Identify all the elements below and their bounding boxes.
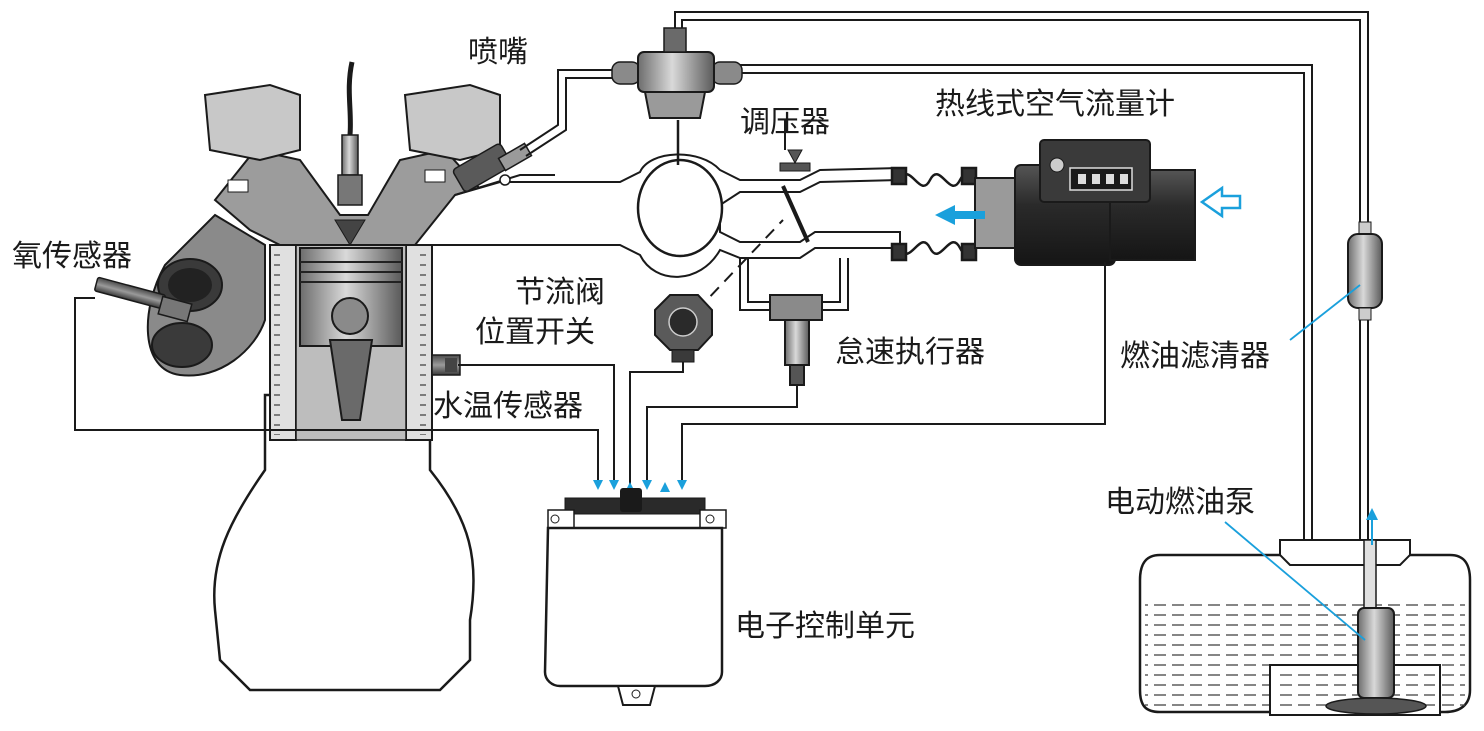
pressure-regulator-body xyxy=(611,27,743,119)
coolant-temp-sensor-label: 水温传感器 xyxy=(433,389,583,424)
injector-label: 喷嘴 xyxy=(468,35,528,70)
fuel-tank xyxy=(1138,539,1472,716)
exhaust-pipe xyxy=(146,213,266,377)
airflow-arrows xyxy=(935,185,1242,225)
throttle-position-switch-label-2: 位置开关 xyxy=(475,315,595,350)
sensor-wires xyxy=(74,120,1106,490)
fuel-filter-label: 燃油滤清器 xyxy=(1120,339,1270,374)
air-bellows xyxy=(890,166,978,262)
throttle-position-switch xyxy=(654,219,784,363)
idle-actuator-label: 怠速执行器 xyxy=(835,335,985,370)
intake-runner xyxy=(412,153,901,278)
piston xyxy=(299,247,403,421)
ecu-label: 电子控制单元 xyxy=(735,609,915,644)
hot-wire-maf-label: 热线式空气流量计 xyxy=(935,87,1175,122)
hot-wire-maf xyxy=(974,139,1196,266)
spark-plug xyxy=(334,61,366,246)
throttle-position-switch-label-1: 节流阀 xyxy=(515,275,605,310)
oxygen-sensor-label: 氧传感器 xyxy=(12,239,132,274)
leader-lines xyxy=(1224,284,1366,641)
engine-block xyxy=(213,393,475,692)
ecu-box xyxy=(543,488,727,706)
electric-fuel-pump-label: 电动燃油泵 xyxy=(1105,485,1255,520)
fuel-filter xyxy=(1347,221,1383,321)
oxygen-sensor xyxy=(94,276,193,323)
idle-actuator xyxy=(739,258,849,386)
fuel-injector xyxy=(452,142,533,193)
electric-fuel-pump xyxy=(1325,508,1427,715)
cylinder-head xyxy=(203,83,501,246)
throttle-valve xyxy=(779,149,811,243)
coolant-temp-sensor xyxy=(431,354,461,376)
pressure-regulator-label: 调压器 xyxy=(740,105,830,140)
